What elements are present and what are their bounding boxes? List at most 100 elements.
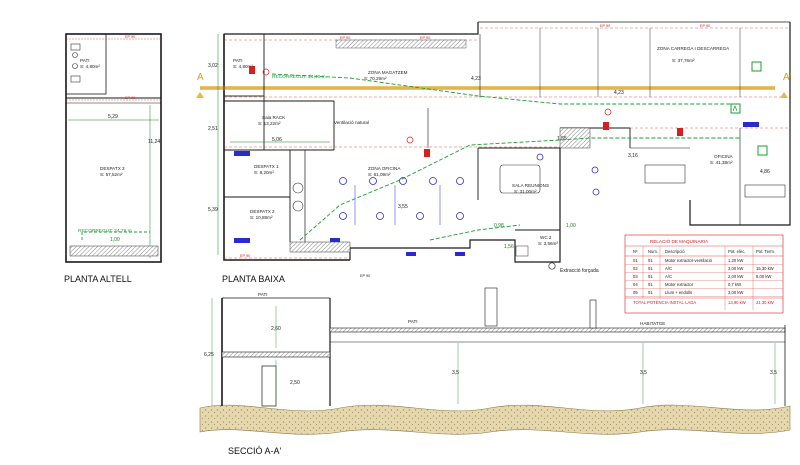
table-cell: 3,00 kW <box>728 266 743 271</box>
ep-label: EP 90 <box>125 96 135 100</box>
ac-unit-icon <box>406 252 416 256</box>
outer-wall <box>223 34 350 261</box>
evacuation-route <box>271 73 740 105</box>
stair <box>69 245 159 257</box>
dim-098: 0,98 <box>494 223 504 229</box>
total-elec: 13,90 kW <box>728 300 746 305</box>
seccio-title: SECCIÓ A-A' <box>228 446 282 456</box>
altell-pati-box <box>65 33 107 95</box>
light-icon <box>376 212 384 220</box>
fire-extinguisher-icon <box>249 66 255 74</box>
ac-unit-icon <box>455 252 465 256</box>
dim-156: 1,56 <box>504 244 514 250</box>
evacuation-route <box>429 224 521 241</box>
table-cell: 01 <box>648 266 653 271</box>
oficina-area: S: 41,38m² <box>710 160 733 165</box>
alarm-icon <box>604 108 612 116</box>
dim-door: 1,00 <box>110 237 120 243</box>
magatzem-name: ZONA MAGATZEM <box>368 70 408 75</box>
h-upper: 2,60 <box>271 326 281 332</box>
ep-label: EP 90 <box>600 24 610 28</box>
door-swing <box>292 200 304 212</box>
despatx1-name: DESPATX 1 <box>254 164 279 169</box>
planta-altell: EP 90 EP 90 PATI S: 4,80m² 5,29 11,24 DE… <box>64 33 162 284</box>
despatx3-area: S: 57,52m² <box>100 172 123 177</box>
table-cell: 3,00 kW <box>728 290 743 295</box>
header-cell: Descripció <box>665 249 685 254</box>
fixture-box <box>70 75 81 83</box>
seccio-pati-mid: PATI <box>408 319 418 324</box>
pati-area: S: 4,80m² <box>233 64 253 69</box>
altell-outline <box>65 33 162 263</box>
section-arrow <box>780 92 788 98</box>
table-cell: 0,7 kW <box>728 282 741 287</box>
ep-label: EP 90 <box>360 274 370 278</box>
total-label: TOTAL POTÈNCIA INSTAL·LADA <box>633 300 696 305</box>
ep-label: EP 90 <box>700 24 710 28</box>
shelving <box>335 39 467 49</box>
dim-302: 3,02 <box>208 63 218 69</box>
seccio-aa: 6,25 2,60 2,50 3,5 3,5 3,5 PATI PATI HAB… <box>199 287 791 456</box>
table-cell: Llum + endolls <box>665 290 692 295</box>
dim-506: 5,06 <box>272 137 282 143</box>
sala-reunions-name: SALA REUNIONS <box>512 183 549 188</box>
table-cell: Motor extractor-ventilació <box>665 258 713 263</box>
table-frame <box>624 234 784 314</box>
h-right: 3,5 <box>770 370 777 376</box>
ac-unit-icon <box>743 122 759 127</box>
altell-pati-area: S: 4,80m² <box>80 64 100 69</box>
chimney <box>484 287 498 327</box>
chimney <box>589 299 597 329</box>
table-cell: 02 <box>633 266 638 271</box>
seccio-pati-left: PATI <box>258 292 268 297</box>
light-icon <box>399 177 407 185</box>
wc-area: S: 3,56m² <box>538 241 558 246</box>
dim-155: 1,55 <box>557 136 567 142</box>
light-icon <box>369 177 377 185</box>
table-cell: Motor extractor <box>665 282 694 287</box>
magatzem-area: S: 70,29m² <box>364 76 387 81</box>
dim-height: 11,24 <box>148 139 160 145</box>
altell-pati-label: PATI <box>80 58 90 63</box>
section-arrow <box>196 92 204 98</box>
table-cell: A/C <box>665 274 672 279</box>
h-lower: 2,50 <box>290 380 300 386</box>
light-icon <box>429 177 437 185</box>
outer-wall <box>224 22 479 35</box>
planta-baixa: EP 90 EP 90 EP 90 EP 90 EP 90 EP 90 A A' <box>196 21 792 284</box>
light-icon <box>456 212 464 220</box>
dim-width: 5,29 <box>108 114 118 120</box>
wc-name: WC 2 <box>540 235 552 240</box>
extraccio-label: Extracció forçada <box>560 268 599 274</box>
zona-oficina-name: ZONA OFICINA <box>368 166 401 171</box>
machinery-table: RELACIÓ DE MAQUINARIA Nº Num. Descripció… <box>624 234 784 314</box>
pati-room <box>223 33 265 97</box>
baixa-title: PLANTA BAIXA <box>222 274 285 284</box>
header-cell: Nº <box>633 249 638 254</box>
sala-rack-area: S: 13,22m² <box>258 121 281 126</box>
despatx3-name: DESPATX 3 <box>100 166 125 171</box>
extractor-fan-icon <box>548 262 556 270</box>
door-swing <box>292 182 304 194</box>
header-cell: Num. <box>648 249 658 254</box>
table-cell: 01 <box>648 290 653 295</box>
light-icon <box>592 188 600 196</box>
despatx2-name: DESPATX 2 <box>250 209 275 214</box>
dim-486: 4,86 <box>760 169 770 175</box>
fire-extinguisher-icon <box>603 122 609 130</box>
altell-title: PLANTA ALTELL <box>64 274 132 284</box>
light-icon <box>416 212 424 220</box>
light-icon <box>339 177 347 185</box>
table-cell: 05 <box>633 290 638 295</box>
exit-sign-icon <box>751 61 762 72</box>
exit-sign-icon <box>730 103 741 114</box>
section-mark-left: A <box>197 72 204 83</box>
dim-355: 3,55 <box>398 204 408 210</box>
ventilacio-label: Ventilació natural <box>334 120 369 125</box>
outer-wall <box>349 148 561 263</box>
desk <box>744 184 786 198</box>
